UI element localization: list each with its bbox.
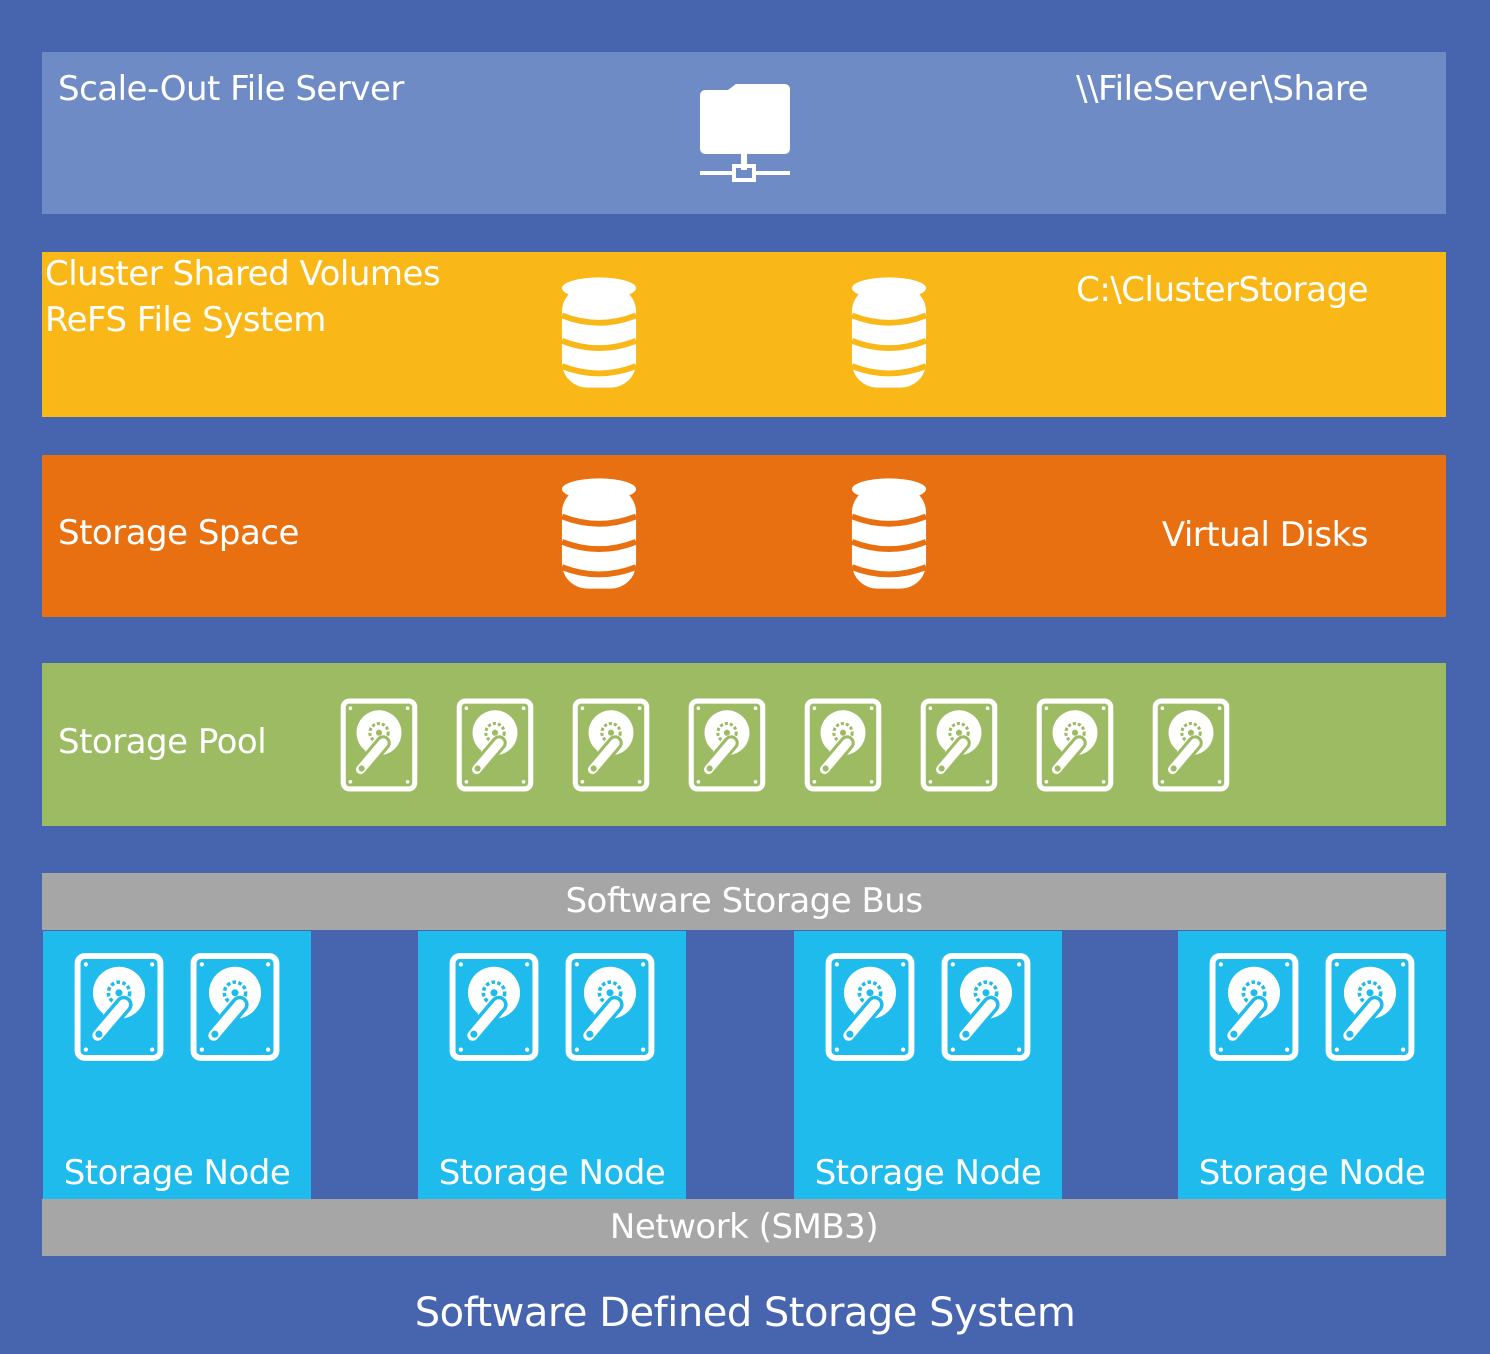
network-smb3-bar: Network (SMB3) bbox=[42, 1199, 1446, 1256]
hard-disk-icon bbox=[688, 698, 766, 792]
database-icon bbox=[850, 274, 928, 392]
csv-title-line1: Cluster Shared Volumes bbox=[45, 254, 441, 294]
storage-node: Storage Node bbox=[43, 931, 311, 1199]
hard-disk-icon bbox=[1036, 698, 1114, 792]
hard-disk-icon bbox=[1209, 952, 1299, 1062]
csv-title-line2: ReFS File System bbox=[45, 300, 326, 340]
hard-disk-icon bbox=[190, 952, 280, 1062]
hard-disk-icon bbox=[1152, 698, 1230, 792]
hard-disk-icon bbox=[74, 952, 164, 1062]
cluster-shared-volumes-layer: Cluster Shared Volumes ReFS File System … bbox=[42, 252, 1446, 417]
csv-path: C:\ClusterStorage bbox=[1076, 270, 1368, 310]
storage-pool-title: Storage Pool bbox=[58, 722, 267, 762]
hard-disk-icon bbox=[456, 698, 534, 792]
hard-disk-icon bbox=[340, 698, 418, 792]
database-icon bbox=[850, 475, 928, 593]
virtual-disks-label: Virtual Disks bbox=[1161, 515, 1369, 555]
storage-space-layer: Storage Space Virtual Disks bbox=[42, 455, 1446, 617]
storage-node: Storage Node bbox=[418, 931, 686, 1199]
hard-disk-icon bbox=[825, 952, 915, 1062]
storage-node: Storage Node bbox=[794, 931, 1062, 1199]
software-storage-bus: Software Storage Bus bbox=[42, 873, 1446, 930]
database-icon bbox=[560, 475, 638, 593]
storage-pool-layer: Storage Pool bbox=[42, 663, 1446, 826]
hard-disk-icon bbox=[449, 952, 539, 1062]
scale-out-file-server-layer: Scale-Out File Server \\FileServer\Share bbox=[42, 52, 1446, 214]
storage-node: Storage Node bbox=[1178, 931, 1446, 1199]
file-server-path: \\FileServer\Share bbox=[1076, 69, 1368, 109]
storage-node-label: Storage Node bbox=[438, 1153, 666, 1193]
diagram-title: Software Defined Storage System bbox=[414, 1290, 1076, 1336]
hard-disk-icon bbox=[804, 698, 882, 792]
hard-disk-icon bbox=[941, 952, 1031, 1062]
hard-disk-icon bbox=[1325, 952, 1415, 1062]
storage-node-label: Storage Node bbox=[1198, 1153, 1426, 1193]
database-icon bbox=[560, 274, 638, 392]
hard-disk-icon bbox=[572, 698, 650, 792]
network-folder-icon bbox=[700, 84, 790, 182]
storage-node-label: Storage Node bbox=[814, 1153, 1042, 1193]
file-server-title: Scale-Out File Server bbox=[58, 69, 404, 109]
hard-disk-icon bbox=[920, 698, 998, 792]
hard-disk-icon bbox=[565, 952, 655, 1062]
storage-space-title: Storage Space bbox=[58, 513, 299, 553]
storage-node-label: Storage Node bbox=[63, 1153, 291, 1193]
